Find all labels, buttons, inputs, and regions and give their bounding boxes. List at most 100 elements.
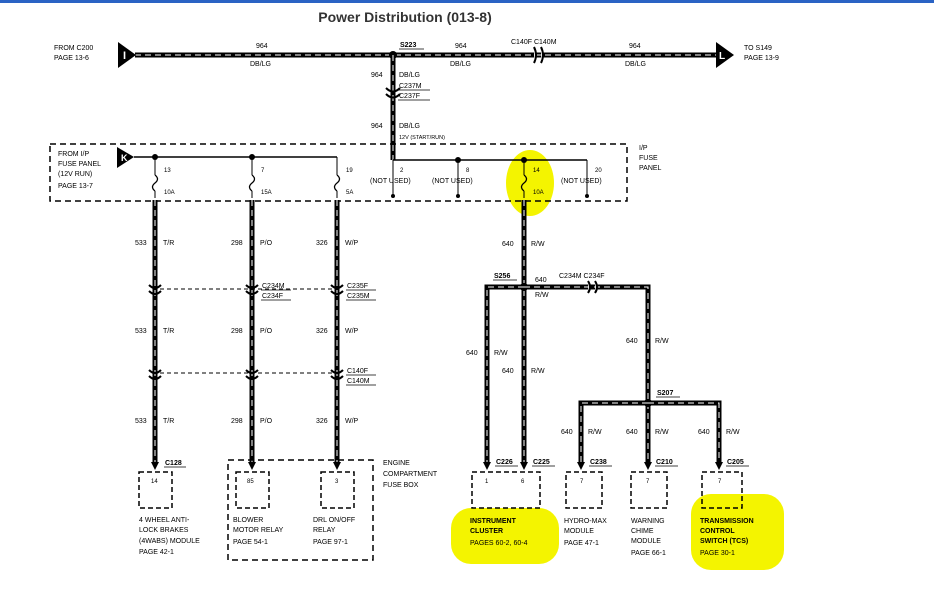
w640-num-branch: 640 [535,277,547,284]
inline-c234-right-label: C234M C234F [559,273,605,280]
wire-640-to-s207 [524,284,652,470]
w640-num-chime: 640 [626,429,638,436]
c210-label: C210 [656,459,673,466]
circuit-298-color-3: P/O [260,418,273,425]
connector-k-line2: FUSE PANEL [58,161,101,168]
drop-wire-color-1: DB/LG [399,72,420,79]
circuit-326-color-2: W/P [345,328,359,335]
hydromax-line1: HYDRO-MAX [564,518,607,525]
fuse-panel-label-3: PANEL [639,165,662,172]
top-wire-circuit-2: 964 [455,43,467,50]
circuit-533-num-1: 533 [135,240,147,247]
drl-line1: DRL ON/OFF [313,517,355,524]
circuit-326-color-3: W/P [345,418,359,425]
connector-i-arrow [118,42,136,68]
fuse-7 [248,154,256,198]
page-title: Power Distribution (013-8) [318,9,492,25]
splice-s223-label: S223 [400,42,416,49]
w640-color-tcs: R/W [726,429,740,436]
to-s149-label: TO S149 [744,45,772,52]
engine-compartment-fuse-box [227,459,374,561]
tcs-pin: 7 [718,479,722,485]
blower-line1: BLOWER [233,517,263,524]
blower-page: PAGE 54-1 [233,539,268,546]
wire-640-to-hydromax [577,400,648,470]
engine-box-line1: ENGINE [383,460,410,467]
cluster-pin-1: 1 [485,479,489,485]
splice-s207-label: S207 [657,390,673,397]
w640-color-right: R/W [655,338,669,345]
c140m-label: C140M [347,378,370,385]
hydromax-page: PAGE 47-1 [564,540,599,547]
4wabs-line1: 4 WHEEL ANTI- [139,517,190,524]
supply-12v-label: 12V (START/RUN) [399,135,445,141]
top-wire-color-3: DB/LG [625,61,646,68]
wire-298 [248,200,256,470]
w640-num-left: 640 [466,350,478,357]
top-wire-color-1: DB/LG [250,61,271,68]
fuse-2-note: (NOT USED) [370,178,411,185]
connector-k-line3: (12V RUN) [58,171,92,178]
circuit-533-color-3: T/R [163,418,174,425]
c128-label: C128 [165,460,182,467]
c205-label: C205 [727,459,744,466]
circuit-533-num-3: 533 [135,418,147,425]
fuse-panel-label-1: I/P [639,145,648,152]
fuse-7-num: 7 [261,168,265,174]
highlight-fuse-14 [506,150,554,216]
circuit-326-color-1: W/P [345,240,359,247]
fuse-8-note: (NOT USED) [432,178,473,185]
drl-line2: RELAY [313,527,336,534]
c234m-label: C234M [262,283,285,290]
w640-num-right: 640 [626,338,638,345]
circuit-533-color-2: T/R [163,328,174,335]
blower-pin: 85 [247,479,254,485]
module-box-warning-chime [630,471,668,509]
top-wire-color-2: DB/LG [450,61,471,68]
cluster-pin-2: 6 [521,479,525,485]
c237f-label: C237F [399,93,420,100]
circuit-533-color-1: T/R [163,240,174,247]
fuse-13-amps: 10A [164,190,175,196]
circuit-326-num-1: 326 [316,240,328,247]
chime-page: PAGE 66-1 [631,550,666,557]
circuit-326-num-3: 326 [316,418,328,425]
tcs-line2: CONTROL [700,528,735,535]
fuse-8-num: 8 [466,168,470,174]
c235m-label: C235M [347,293,370,300]
fuse-2 [391,160,395,198]
w640-num-tcs: 640 [698,429,710,436]
fuse-19-amps: 5A [346,190,353,196]
inline-connector-symbols [148,284,344,380]
w640-num-trunk: 640 [502,241,514,248]
c226-label: C226 [496,459,513,466]
cluster-page: PAGES 60-2, 60-4 [470,540,528,547]
circuit-326-num-2: 326 [316,328,328,335]
fuse-20-num: 20 [595,168,602,174]
hydromax-line2: MODULE [564,528,594,535]
circuit-298-color-1: P/O [260,240,273,247]
module-box-4wabs [138,471,173,509]
fuse-8 [455,157,461,198]
wire-640-to-tcs [648,400,723,470]
drop-wire-color-2: DB/LG [399,123,420,130]
window-top-accent-bar [0,0,934,3]
inline-connector-c140-top-symbol [533,46,544,64]
module-box-blower-relay [235,471,270,509]
fuse-19 [333,157,341,198]
w640-color-branch: R/W [535,292,549,299]
inline-connector-c234-right-symbol [587,280,598,294]
module-box-drl-relay [320,471,355,509]
fuse-13 [151,154,159,198]
w640-color-trunk: R/W [531,241,545,248]
inline-c140-top-label: C140F C140M [511,39,557,46]
w640-color-mid: R/W [531,368,545,375]
circuit-298-num-2: 298 [231,328,243,335]
wire-640-trunk [520,200,528,470]
module-box-hydromax [565,471,603,509]
inline-connector-c237-symbol [385,87,401,99]
circuit-298-color-2: P/O [260,328,273,335]
chime-pin: 7 [646,479,650,485]
chime-line2: CHIME [631,528,654,535]
